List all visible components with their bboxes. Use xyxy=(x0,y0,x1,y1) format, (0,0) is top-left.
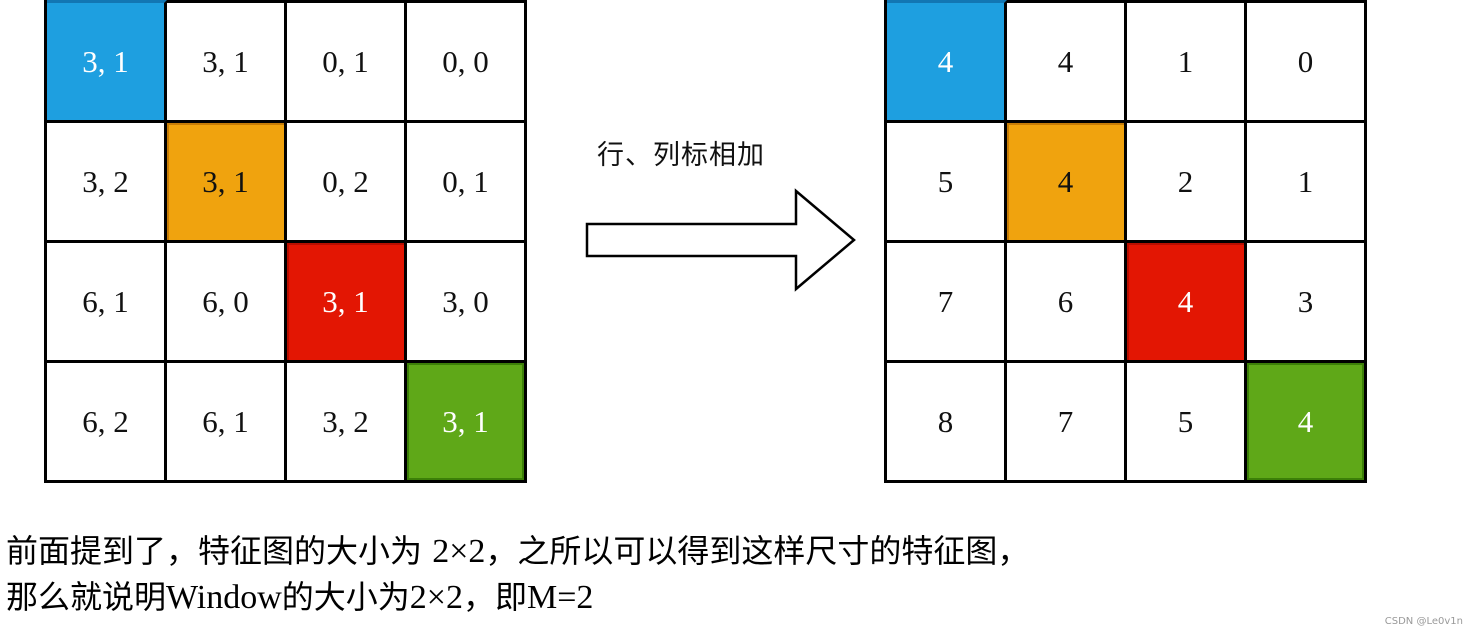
caption-math: M=2 xyxy=(526,579,594,616)
grid-cell: 3, 1 xyxy=(47,0,167,120)
grid-cell: 7 xyxy=(1007,360,1127,480)
grid-cell: 0, 1 xyxy=(407,120,527,240)
grid-cell: 3 xyxy=(1247,240,1367,360)
grid-cell: 3, 2 xyxy=(287,360,407,480)
grid-cell: 2 xyxy=(1127,120,1247,240)
grid-cell: 3, 1 xyxy=(407,360,527,480)
grid-cell: 0 xyxy=(1247,0,1367,120)
grid-cell: 8 xyxy=(887,360,1007,480)
caption-line-2: 那么就说明Window的大小为2×2，即M=2 xyxy=(6,572,593,618)
caption-text: ，即 xyxy=(462,578,527,616)
grid-cell: 7 xyxy=(887,240,1007,360)
grid-cell: 3, 2 xyxy=(47,120,167,240)
grid-cell: 1 xyxy=(1247,120,1367,240)
grid-cell: 5 xyxy=(1127,360,1247,480)
grid-cell: 6, 0 xyxy=(167,240,287,360)
grid-cell: 6, 1 xyxy=(47,240,167,360)
grid-cell: 3, 1 xyxy=(167,0,287,120)
summed-index-grid: 4 4 1 0 5 4 2 1 7 6 4 3 8 7 5 4 xyxy=(884,0,1367,483)
grid-cell: 6 xyxy=(1007,240,1127,360)
grid-cell: 1 xyxy=(1127,0,1247,120)
right-arrow-icon xyxy=(585,188,856,292)
grid-cell: 0, 0 xyxy=(407,0,527,120)
grid-cell: 5 xyxy=(887,120,1007,240)
grid-cell: 3, 1 xyxy=(287,240,407,360)
arrow-label: 行、列标相加 xyxy=(597,140,765,171)
caption-math: 2×2 xyxy=(409,579,463,616)
grid-cell: 6, 1 xyxy=(167,360,287,480)
caption-text: 那么就说明 xyxy=(6,578,167,616)
grid-cell: 3, 1 xyxy=(167,120,287,240)
relative-index-grid: 3, 1 3, 1 0, 1 0, 0 3, 2 3, 1 0, 2 0, 1 … xyxy=(44,0,527,483)
grid-cell: 4 xyxy=(1007,120,1127,240)
caption-math: 2×2 xyxy=(432,533,486,570)
grid-cell: 0, 2 xyxy=(287,120,407,240)
caption-math: Window xyxy=(166,579,282,616)
grid-cell: 6, 2 xyxy=(47,360,167,480)
grid-cell: 4 xyxy=(1007,0,1127,120)
grid-cell: 0, 1 xyxy=(287,0,407,120)
grid-cell: 3, 0 xyxy=(407,240,527,360)
caption-text: 前面提到了，特征图的大小为 xyxy=(6,532,433,570)
watermark: CSDN @Le0v1n xyxy=(1384,616,1463,627)
caption-line-1: 前面提到了，特征图的大小为 2×2，之所以可以得到这样尺寸的特征图， xyxy=(6,526,1029,572)
caption-text: 的大小为 xyxy=(281,578,410,616)
caption-text: ，之所以可以得到这样尺寸的特征图， xyxy=(485,532,1030,570)
grid-cell: 4 xyxy=(1247,360,1367,480)
grid-cell: 4 xyxy=(887,0,1007,120)
grid-cell: 4 xyxy=(1127,240,1247,360)
